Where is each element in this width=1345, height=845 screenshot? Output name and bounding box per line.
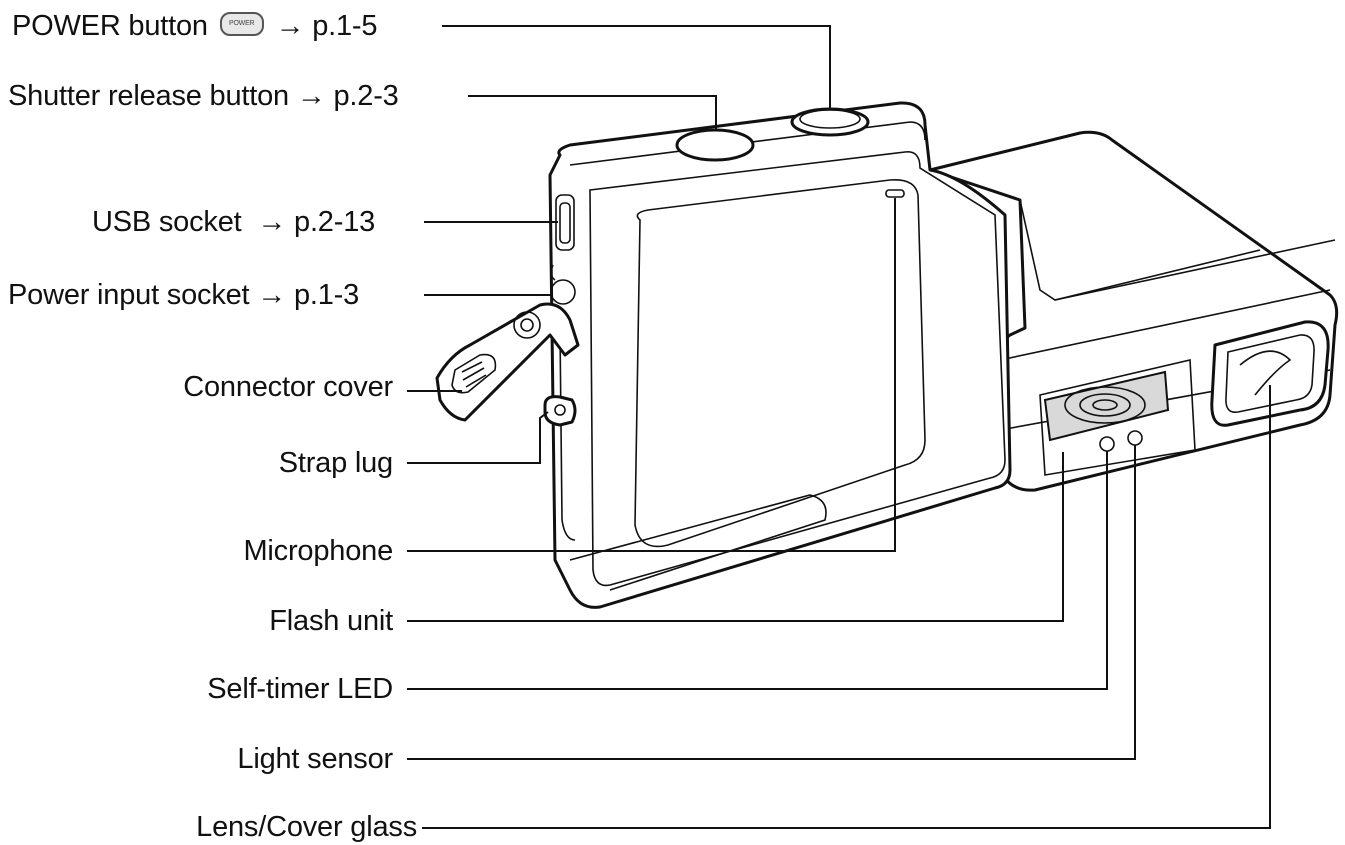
shutter-label-text: Shutter release button (8, 80, 289, 112)
label-usb-socket: USB socket → p.2-13 (92, 205, 375, 239)
shutter-button (675, 128, 755, 162)
label-power-button: POWER button POWER → p.1-5 (12, 9, 378, 43)
leader-self-timer (407, 451, 1108, 690)
label-strap-lug: Strap lug (278, 447, 393, 479)
power-button-icon: POWER (219, 12, 264, 37)
flash-window (1043, 370, 1170, 442)
usb-page-ref: → p.2-13 (257, 206, 376, 238)
strap-lug (543, 395, 577, 427)
connector-cover (435, 302, 580, 422)
leader-lines (407, 25, 1271, 829)
leader-strap-lug (407, 411, 549, 464)
label-shutter-release: Shutter release button → p.2-3 (8, 79, 399, 113)
leader-flash-unit (407, 452, 1064, 622)
power-input-page-ref: → p.1-3 (257, 279, 360, 311)
power-button-page-ref: → p.1-5 (275, 10, 378, 42)
label-connector-cover: Connector cover (183, 371, 393, 403)
label-self-timer-led: Self-timer LED (207, 673, 393, 705)
label-light-sensor: Light sensor (237, 743, 393, 775)
label-lens-cover-glass: Lens/Cover glass (196, 811, 417, 843)
usb-label-text: USB socket (92, 206, 242, 238)
power-input-label-text: Power input socket (8, 279, 250, 311)
label-flash-unit: Flash unit (269, 605, 393, 637)
leader-microphone (407, 198, 896, 552)
microphone-hole (885, 189, 905, 198)
lens-block (928, 130, 1339, 492)
lcd-screen (634, 178, 926, 548)
leader-power-button (442, 25, 831, 108)
camera-body (543, 101, 1012, 609)
leader-lens (422, 385, 1271, 829)
leader-light-sensor (407, 445, 1136, 760)
power-button-label-text: POWER button (12, 10, 208, 42)
shutter-page-ref: → p.2-3 (296, 80, 399, 112)
label-power-input-socket: Power input socket → p.1-3 (8, 278, 359, 312)
leader-shutter (468, 95, 717, 130)
label-microphone: Microphone (243, 535, 393, 567)
power-button (790, 107, 870, 137)
